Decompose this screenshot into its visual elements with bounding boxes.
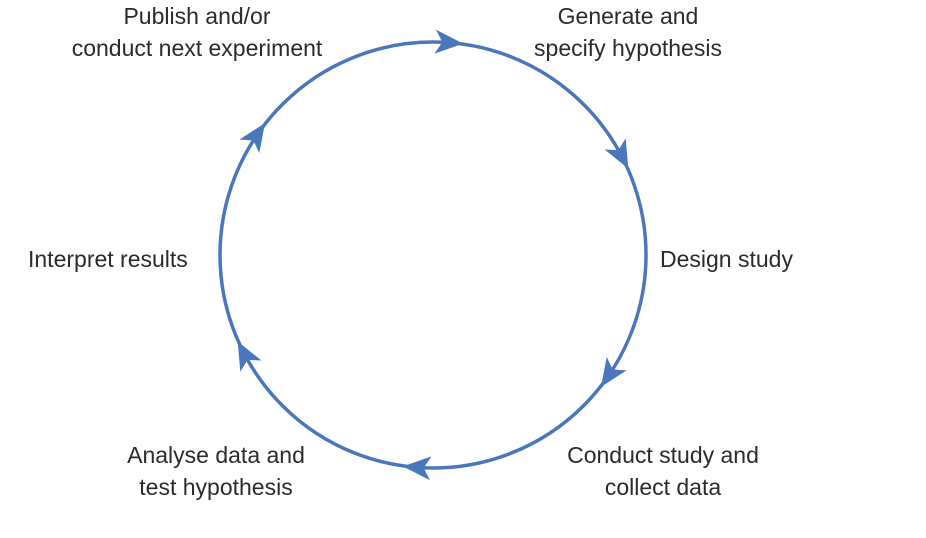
arrowhead-icon: [237, 341, 262, 372]
step-label-line: Generate and: [557, 3, 699, 29]
step-label-line: Conduct study and: [567, 442, 759, 468]
step-publish: Publish and/or conduct next experiment: [58, 0, 336, 64]
cycle-ring: [218, 40, 648, 470]
arrowhead-icon: [402, 456, 432, 481]
step-analyse-data: Analyse data and test hypothesis: [116, 439, 316, 503]
step-label-line: Publish and/or: [123, 3, 271, 29]
step-generate-hypothesis: Generate and specify hypothesis: [523, 0, 733, 64]
step-label-line: collect data: [604, 474, 722, 500]
step-label-line: Design study: [660, 246, 793, 272]
step-label-line: conduct next experiment: [71, 35, 323, 61]
step-conduct-study: Conduct study and collect data: [556, 439, 770, 503]
step-label-line: Interpret results: [28, 246, 188, 272]
arrowhead-icon: [239, 123, 265, 153]
arrowhead-icon: [434, 29, 464, 54]
arrowhead-icon: [601, 357, 627, 387]
arrowheads: [237, 29, 629, 481]
step-label-line: test hypothesis: [139, 474, 293, 500]
arrowhead-icon: [604, 138, 629, 169]
step-label-line: Analyse data and: [127, 442, 305, 468]
step-label-line: specify hypothesis: [534, 35, 722, 61]
step-design-study: Design study: [660, 243, 793, 275]
step-interpret-results: Interpret results: [28, 243, 188, 275]
